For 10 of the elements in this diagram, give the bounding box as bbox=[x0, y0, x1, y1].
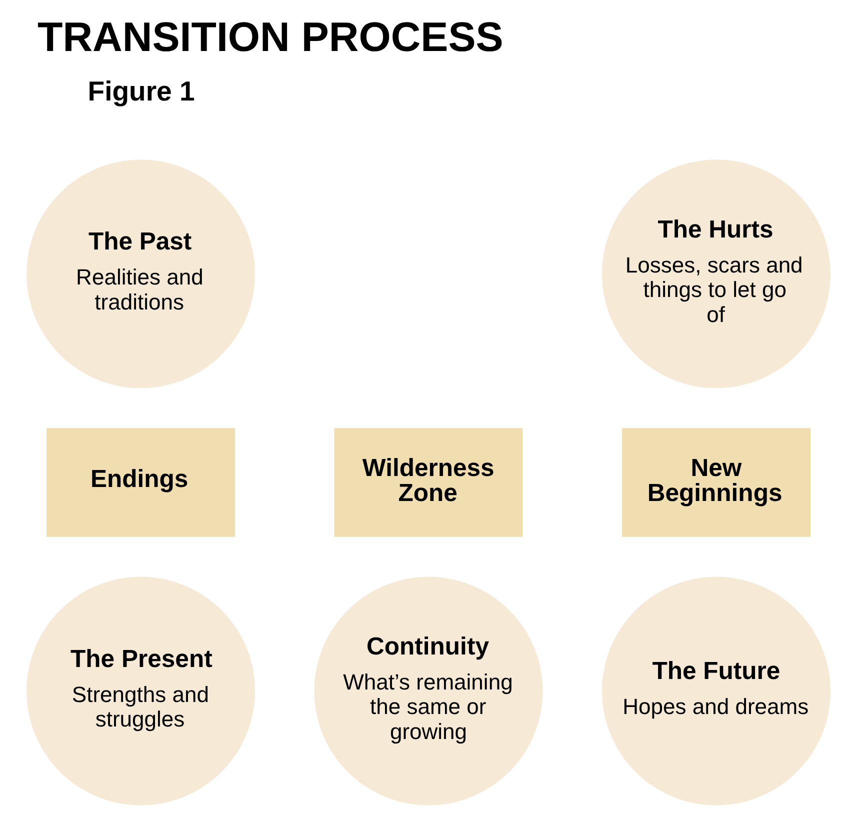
node-circle: Continuity What’s remaining the same or growing bbox=[314, 576, 542, 806]
label: Figure 1 bbox=[87, 75, 194, 106]
node-circle: The Hurts Losses, scars and things to let go of bbox=[601, 160, 830, 388]
diagram-title: TRANSITION PROCESS bbox=[37, 14, 503, 60]
node-circle: The Present Strengths and struggles bbox=[26, 576, 255, 806]
node-box: Wilderness Zone bbox=[334, 428, 522, 537]
node-circle: The Future Hopes and dreams bbox=[601, 576, 830, 806]
node-box: Endings bbox=[46, 428, 235, 537]
node-circle: The Past Realities and traditions bbox=[26, 160, 255, 388]
node-box: New Beginnings bbox=[621, 428, 810, 537]
